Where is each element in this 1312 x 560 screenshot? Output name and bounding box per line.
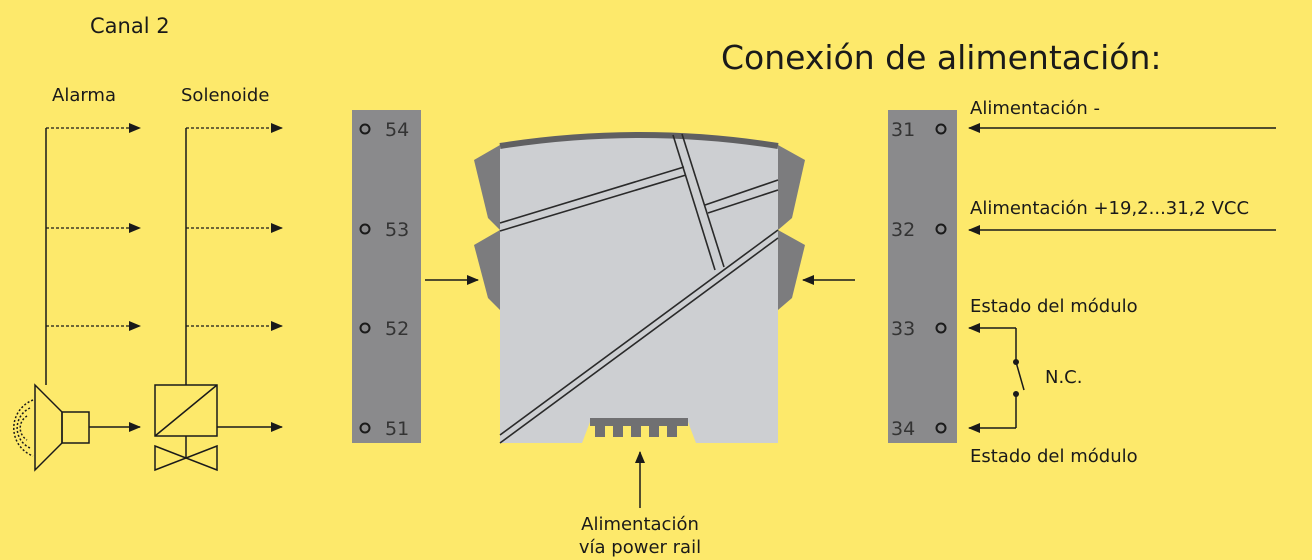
module-status-label-top: Estado del módulo	[970, 296, 1138, 317]
terminal-53: 53	[385, 219, 409, 241]
solenoid-label: Solenoide	[181, 85, 269, 106]
terminal-54: 54	[385, 119, 409, 141]
channel-title: Canal 2	[90, 14, 170, 38]
power-connection-title: Conexión de alimentación:	[721, 38, 1162, 77]
power-rail-label-line2: vía power rail	[579, 537, 701, 558]
terminal-34: 34	[891, 418, 915, 440]
supply-plus-label: Alimentación +19,2...31,2 VCC	[970, 198, 1249, 219]
terminal-33: 33	[891, 318, 915, 340]
alarm-branches	[46, 123, 141, 331]
module-housing	[474, 132, 805, 444]
nc-switch-icon	[968, 323, 1025, 433]
terminal-51: 51	[385, 418, 409, 440]
solenoid-branches	[186, 123, 283, 331]
terminal-32: 32	[891, 219, 915, 241]
module-status-label-bottom: Estado del módulo	[970, 446, 1138, 467]
alarm-label: Alarma	[52, 85, 116, 106]
power-rail-label-line1: Alimentación	[581, 514, 699, 535]
terminal-31: 31	[891, 119, 915, 141]
left-terminal-block: 54 53 52 51	[352, 110, 421, 443]
right-terminal-block: 31 32 33 34	[888, 110, 957, 443]
nc-label: N.C.	[1045, 367, 1082, 388]
solenoid-valve-icon	[154, 384, 283, 472]
horn-speaker-icon	[13, 383, 141, 472]
supply-minus-label: Alimentación -	[970, 98, 1100, 119]
terminal-52: 52	[385, 318, 409, 340]
